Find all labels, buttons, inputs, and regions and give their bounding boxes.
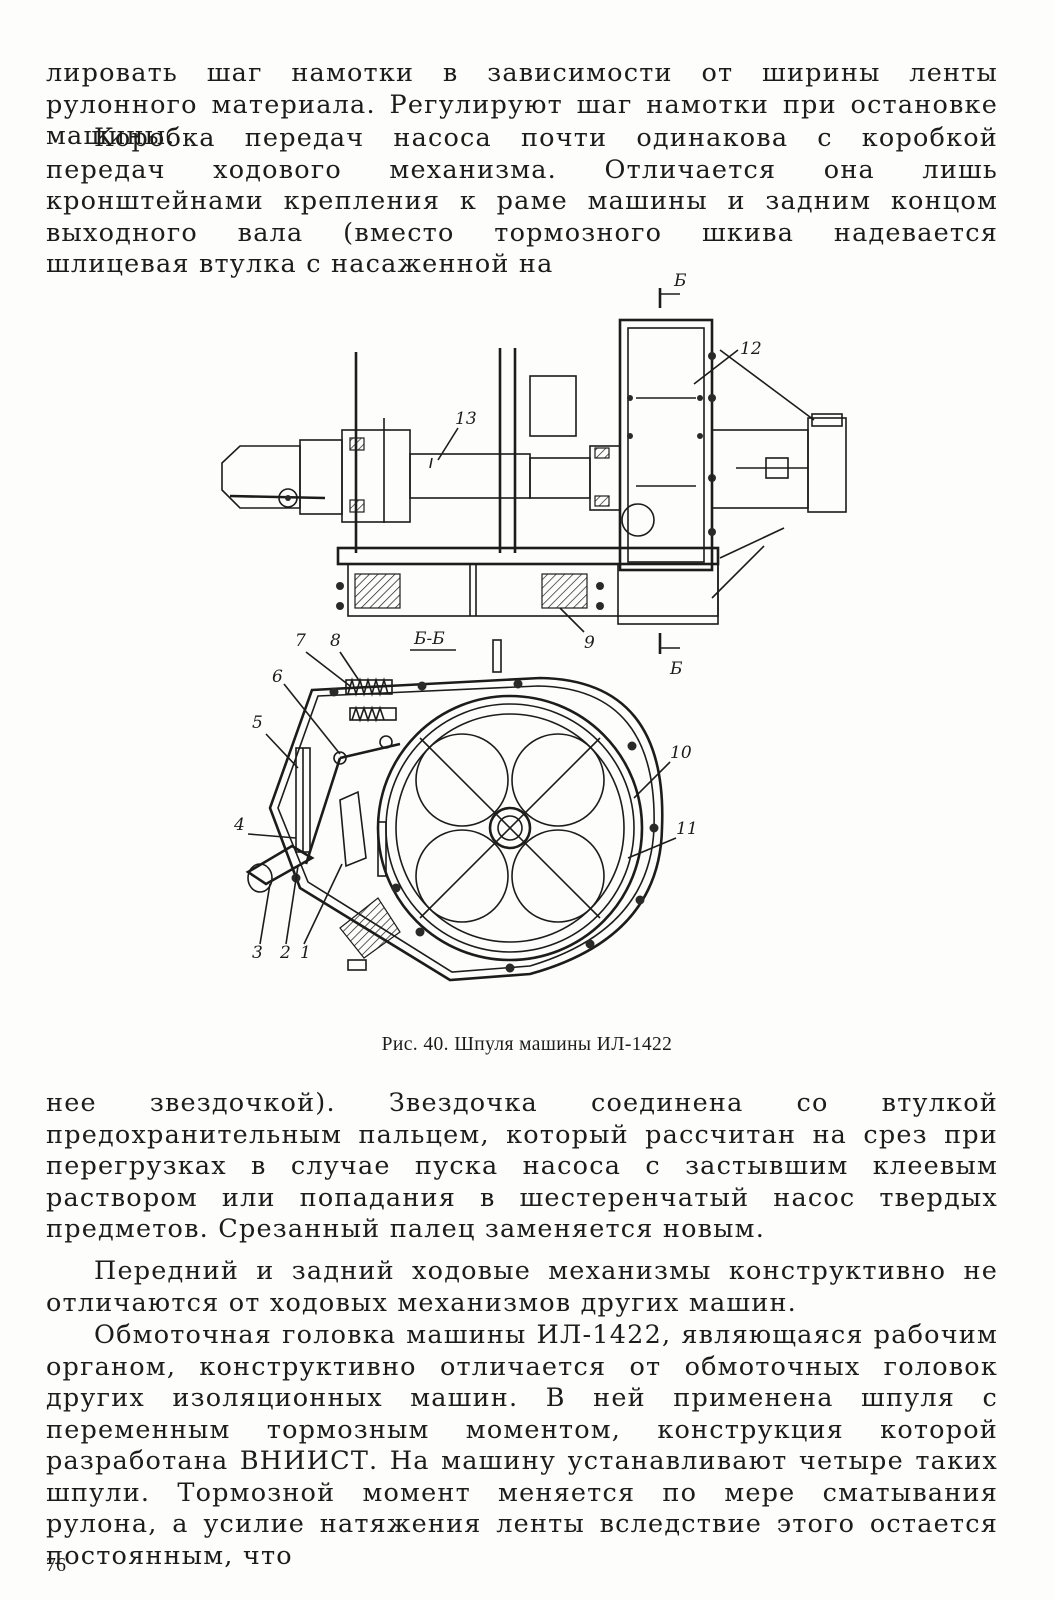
label-13: 13	[455, 409, 477, 429]
label-9: 9	[584, 633, 595, 653]
cut-mark-top: Б	[673, 271, 687, 291]
label-11: 11	[676, 819, 698, 839]
label-8: 8	[330, 631, 341, 651]
label-2: 2	[279, 943, 291, 963]
top-view	[221, 288, 847, 654]
figure-spool-drawing: Б Б 12 13 9	[200, 268, 900, 1000]
paragraph-gearbox: Коробка передач насоса почти одинакова с…	[46, 123, 998, 279]
label-12: 12	[740, 339, 762, 359]
label-7: 7	[295, 631, 306, 651]
label-1: 1	[300, 943, 311, 963]
paragraph-sprocket: нее звездочкой). Звездочка соединена со …	[46, 1088, 998, 1244]
cut-mark-bottom: Б	[669, 659, 683, 679]
label-4: 4	[233, 815, 245, 835]
paragraph-wrapping-head: Обмоточная головка машины ИЛ-1422, являю…	[46, 1320, 998, 1571]
figure-caption: Рис. 40. Шпуля машины ИЛ-1422	[381, 1034, 673, 1055]
section-label: Б-Б	[413, 629, 445, 649]
label-6: 6	[272, 667, 283, 687]
label-5: 5	[252, 713, 263, 733]
label-3: 3	[252, 943, 263, 963]
technical-drawing: Б Б 12 13 9	[221, 271, 847, 982]
section-view	[245, 639, 664, 982]
page-number: 76	[46, 1554, 66, 1576]
label-10: 10	[670, 743, 692, 763]
paragraph-continuation: лировать шаг намотки в зависимости от ши…	[46, 58, 998, 151]
paragraph-travel-mechanisms: Передний и задний ходовые механизмы конс…	[46, 1256, 998, 1318]
